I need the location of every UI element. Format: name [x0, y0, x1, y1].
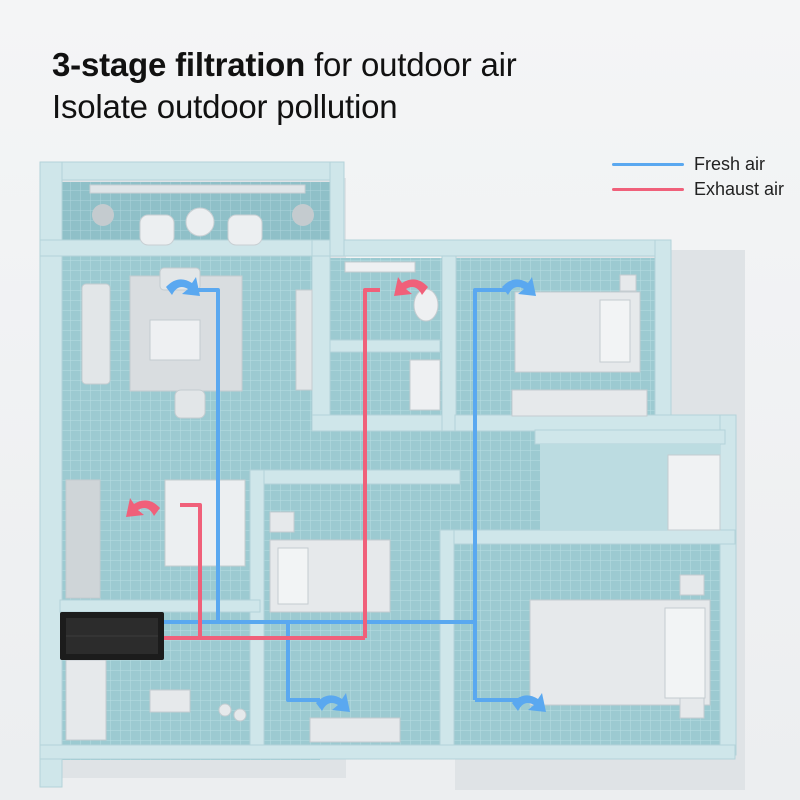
legend-item-exhaust-air: Exhaust air [612, 177, 797, 202]
bathroom-fixtures [344, 261, 441, 411]
legend-item-fresh-air: Fresh air [612, 152, 797, 177]
fresh-air-arrow-icon [166, 277, 546, 712]
ventilation-unit [60, 612, 164, 660]
exhaust-air-ducts [162, 288, 380, 640]
bedroom-1-bed [511, 274, 648, 417]
exhaust-air-swatch [612, 188, 684, 191]
headline: 3-stage filtration for outdoor air [52, 44, 517, 86]
fresh-air-swatch [612, 163, 684, 166]
dining-furniture [65, 479, 246, 599]
fresh-air-label: Fresh air [694, 154, 766, 174]
living-room-furniture [81, 267, 313, 419]
bedroom-2-bed [269, 511, 401, 743]
exhaust-air-arrow-icon [126, 277, 428, 517]
fresh-air-ducts [162, 288, 520, 702]
storage-room [540, 444, 721, 531]
plant-icon [92, 204, 314, 226]
bedroom-3-bed [529, 574, 711, 719]
headline-rest: for outdoor air [305, 46, 517, 83]
legend: Fresh air Exhaust air [612, 152, 797, 202]
subheadline: Isolate outdoor pollution [52, 88, 398, 125]
balcony-furniture [89, 184, 306, 246]
headline-bold: 3-stage filtration [52, 46, 306, 83]
kitchen-furniture [65, 659, 247, 741]
exhaust-air-label: Exhaust air [694, 179, 785, 199]
